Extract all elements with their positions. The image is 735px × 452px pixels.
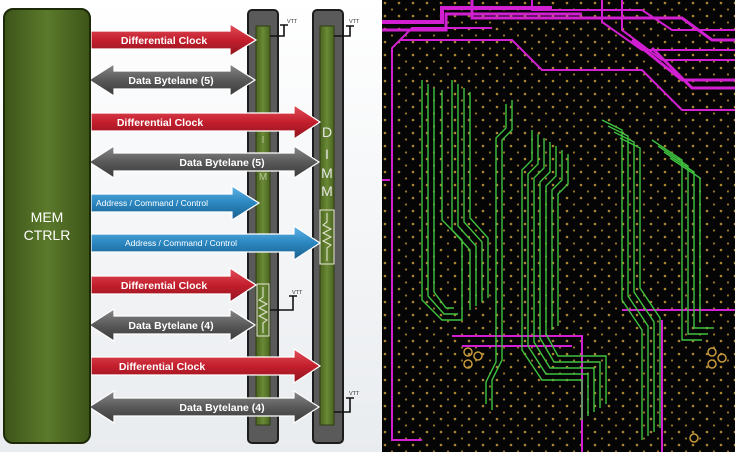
signal-7-clock: Differential Clock <box>90 266 258 304</box>
dimm-letter-2: I <box>325 146 329 162</box>
memory-controller-block <box>3 8 91 444</box>
signal-3-clock: Differential Clock <box>90 103 322 141</box>
controller-label-line2: CTRLR <box>24 227 71 243</box>
svg-text:VTT: VTT <box>292 290 303 296</box>
vtt-termination-1: VTT <box>270 19 298 37</box>
signal-label: Data Bytelane (5) <box>128 75 213 87</box>
pcb-layout-photo <box>382 0 735 452</box>
signal-label: Data Bytelane (4) <box>128 320 213 332</box>
dimm-letter-1: D <box>322 124 332 140</box>
signal-4-data: Data Bytelane (5) <box>87 144 321 180</box>
signal-label: Differential Clock <box>121 35 208 47</box>
signal-label: Address / Command / Control <box>96 198 208 208</box>
signal-5-address: Address / Command / Control <box>90 184 261 222</box>
signal-label: Differential Clock <box>119 361 206 373</box>
svg-text:VTT: VTT <box>349 19 360 25</box>
dimm1-letter-1: I <box>262 135 265 146</box>
pcb-via-rings <box>463 347 727 443</box>
signal-8-data: Data Bytelane (4) <box>87 307 257 343</box>
signal-6-address: Address / Command / Control <box>90 224 322 262</box>
signal-9-clock: Differential Clock <box>90 347 322 385</box>
dimm1-letter-2: M <box>259 172 267 183</box>
signal-10-data: Data Bytelane (4) <box>87 389 321 425</box>
pcb-green-traces <box>421 80 714 440</box>
signal-label: Differential Clock <box>121 280 208 292</box>
memory-topology-diagram: D I M M I M VTT VTT VTT VTT <box>0 0 382 452</box>
svg-text:VTT: VTT <box>287 19 298 25</box>
vtt-termination-3: VTT <box>270 290 303 311</box>
signal-1-clock: Differential Clock <box>90 22 258 58</box>
dimm-letter-4: M <box>321 183 333 199</box>
vtt-termination-2: VTT <box>334 19 360 37</box>
termination-resistor-1 <box>256 283 270 337</box>
dimm-letter-3: M <box>321 165 333 181</box>
signal-label: Address / Command / Control <box>125 238 237 248</box>
termination-resistor-2 <box>319 209 335 265</box>
pcb-routing-image <box>382 0 735 452</box>
signal-label: Differential Clock <box>117 117 204 129</box>
svg-text:VTT: VTT <box>349 391 360 397</box>
signal-label: Data Bytelane (4) <box>179 402 264 414</box>
vtt-termination-4: VTT <box>334 391 360 413</box>
signal-2-data: Data Bytelane (5) <box>87 62 257 98</box>
signal-label: Data Bytelane (5) <box>179 157 264 169</box>
dimm-board-2 <box>319 25 335 426</box>
controller-label-line1: MEM <box>31 209 64 225</box>
